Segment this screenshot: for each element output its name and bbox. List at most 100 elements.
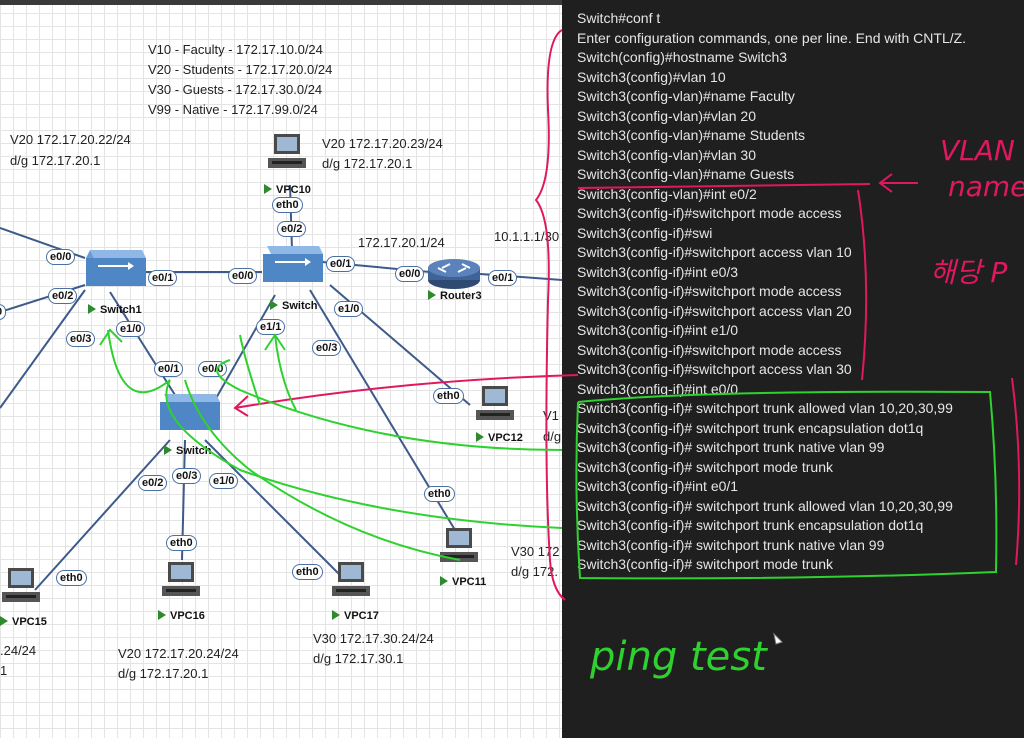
terminal-line: Switch3(config-vlan)#name Students: [577, 127, 806, 143]
link-left-s1-e03: [0, 289, 86, 409]
vpc12-icon[interactable]: [474, 384, 516, 424]
port-sc-e01: e0/1: [326, 256, 356, 272]
link-sc-sb: [214, 294, 276, 401]
port-sb-e00: e0/0: [198, 361, 228, 377]
note-vpc15-ip: .24/24: [0, 643, 37, 658]
switch-center-icon[interactable]: [261, 244, 323, 284]
terminal-line: Switch3(config-if)# switchport trunk enc…: [577, 517, 924, 533]
router3-status-icon: [428, 290, 436, 300]
vpc10-status-icon: [264, 184, 272, 194]
terminal-line: Switch3(config-if)# switchport mode trun…: [577, 556, 833, 572]
note-left-gw: d/g 172.17.20.1: [10, 153, 101, 168]
port-vpc15-eth0: eth0: [56, 570, 87, 586]
note-vpc10-gw: d/g 172.17.20.1: [322, 156, 413, 171]
note-vpc17-ip: V30 172.17.30.24/24: [313, 631, 434, 646]
terminal-line: Switch3(config-if)#switchport mode acces…: [577, 283, 842, 299]
port-s1-e01: e0/1: [148, 270, 178, 286]
topology-canvas: V10 - Faculty - 172.17.10.0/24 V20 - Stu…: [0, 0, 562, 738]
port-sb-e03: e0/3: [172, 468, 202, 484]
port-sb-e10: e1/0: [209, 473, 239, 489]
port-sc-e10: e1/0: [334, 301, 364, 317]
terminal-line: Switch3(config-if)# switchport trunk enc…: [577, 419, 924, 436]
terminal-line: Switch3(config-vlan)#vlan 30: [577, 146, 756, 163]
terminal-line: Enter configuration commands, one per li…: [577, 29, 967, 46]
vlan-legend-native: V99 - Native - 172.17.99.0/24: [148, 102, 318, 117]
switch-center-status-icon: [270, 300, 278, 310]
port-router-e01: e0/1: [488, 270, 518, 286]
terminal-line: Switch3(config-if)# switchport trunk all…: [577, 497, 953, 514]
terminal-line: Switch3(config-if)# switchport trunk nat…: [577, 536, 885, 553]
vpc15-status-icon: [0, 616, 8, 626]
vpc12-label: VPC12: [476, 432, 523, 444]
port-router-e00: e0/0: [395, 266, 425, 282]
switch-center-label: Switch: [270, 300, 317, 312]
terminal-line: Switch3(config-if)#switchport access vla…: [577, 302, 852, 319]
terminal-line: Switch3(config-vlan)#name Guests: [577, 166, 795, 182]
port-s1-e10: e1/0: [116, 321, 146, 337]
port-vpc17-eth0: eth0: [292, 564, 323, 580]
link-sb-vpc15: [34, 439, 171, 591]
canvas-top-bar: [0, 0, 562, 5]
switch-bottom-icon[interactable]: [158, 392, 220, 432]
vpc17-icon[interactable]: [330, 560, 372, 600]
switch1-status-icon: [88, 304, 96, 314]
port-vpc10-eth0: eth0: [272, 197, 303, 213]
port-s1-e00: e0/0: [46, 249, 76, 265]
switch-bottom-status-icon: [164, 445, 172, 455]
terminal-line: Switch3(config-vlan)#name Faculty: [577, 88, 795, 104]
note-vpc10-ip: V20 172.17.20.23/24: [322, 136, 443, 151]
switch-bottom-label: Switch: [164, 445, 211, 457]
terminal-line: Switch3(config-if)#int e0/0: [577, 380, 739, 397]
terminal-line: Switch3(config-if)#switchport mode acces…: [577, 205, 842, 221]
vlan-legend-guests: V30 - Guests - 172.17.30.0/24: [148, 82, 323, 97]
port-sb-e02: e0/2: [138, 475, 168, 491]
note-router-wan: 10.1.1.1/30: [494, 229, 560, 244]
vpc11-icon[interactable]: [438, 526, 480, 566]
vpc10-icon[interactable]: [266, 132, 308, 172]
terminal-line: Switch3(config-if)# switchport trunk nat…: [577, 439, 885, 455]
port-vpc10-e02: e0/2: [277, 221, 307, 237]
port-vpc16-eth0: eth0: [166, 535, 197, 551]
router3-label: Router3: [428, 290, 482, 302]
terminal-line: Switch3(config-vlan)#vlan 20: [577, 107, 756, 124]
port-s1-e03: e0/3: [66, 331, 96, 347]
terminal-panel[interactable]: Switch#conf t Enter configuration command…: [562, 0, 1024, 738]
vpc11-status-icon: [440, 576, 448, 586]
note-left-ip: V20 172.17.20.22/24: [10, 132, 131, 147]
vlan-legend-faculty: V10 - Faculty - 172.17.10.0/24: [148, 42, 323, 57]
vpc17-status-icon: [332, 610, 340, 620]
terminal-line: Switch3(config-if)#swi: [577, 224, 713, 241]
note-vpc11-gw: d/g 172.: [511, 564, 558, 579]
note-vpc11-ip: V30 172: [511, 544, 560, 559]
port-sb-e01: e0/1: [154, 361, 184, 377]
terminal-line: Switch3(config-if)#switchport access vla…: [577, 361, 852, 377]
note-vpc16-ip: V20 172.17.20.24/24: [118, 646, 239, 661]
terminal-line: Switch#conf t: [577, 10, 661, 26]
port-s1-e02: e0/2: [48, 288, 78, 304]
terminal-line: Switch3(config-if)# switchport trunk all…: [577, 400, 953, 416]
switch1-label: Switch1: [88, 304, 142, 316]
vpc17-label: VPC17: [332, 610, 379, 622]
note-vpc16-gw: d/g 172.17.20.1: [118, 666, 209, 681]
port-sc-e00: e0/0: [228, 268, 258, 284]
vpc16-icon[interactable]: [160, 560, 202, 600]
terminal-line: Switch3(config-if)#int e1/0: [577, 322, 739, 338]
terminal-line: Switch3(config-if)#int e0/1: [577, 478, 739, 494]
note-vpc12-gw: d/g: [543, 429, 562, 444]
note-vpc12-ip: V1: [543, 408, 559, 423]
link-vpc10-sc: [289, 184, 293, 251]
vlan-legend-students: V20 - Students - 172.17.20.0/24: [148, 62, 333, 77]
terminal-line: Switch3(config)#vlan 10: [577, 68, 726, 85]
terminal-line: Switch3(config-if)# switchport mode trun…: [577, 458, 833, 475]
port-sc-e03: e0/3: [312, 340, 342, 356]
vpc15-icon[interactable]: [0, 566, 42, 606]
note-vpc17-gw: d/g 172.17.30.1: [313, 651, 404, 666]
terminal-line: Switch3(config-vlan)#int e0/2: [577, 185, 757, 202]
vpc11-label: VPC11: [440, 576, 486, 588]
vpc10-label: VPC10: [264, 184, 311, 196]
switch1-icon[interactable]: [84, 248, 146, 288]
router3-icon[interactable]: [426, 254, 482, 290]
vpc16-status-icon: [158, 610, 166, 620]
port-vpc12-eth0: eth0: [433, 388, 464, 404]
terminal-line: Switch3(config-if)#int e0/3: [577, 263, 739, 280]
